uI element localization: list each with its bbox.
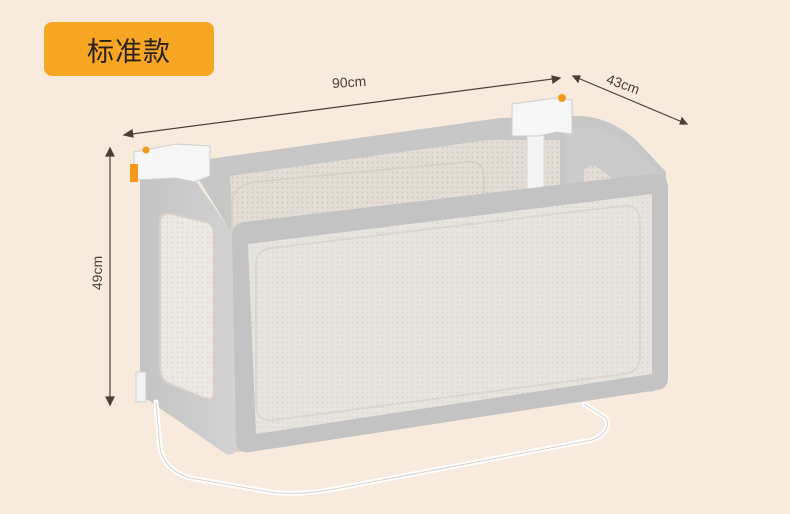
left-side-window (159, 212, 215, 401)
variant-badge: 标准款 (44, 22, 214, 76)
front-window-outline (255, 204, 641, 422)
top-left-accent (130, 164, 138, 182)
top-left-clamp (133, 143, 211, 183)
variant-label: 标准款 (87, 36, 171, 68)
top-right-clamp (511, 97, 573, 137)
base-rocker-outline (155, 401, 608, 494)
dimension-lines (105, 75, 689, 407)
height-dimension-label: 49cm (89, 255, 106, 291)
left-bottom-bracket (135, 371, 147, 403)
front-mesh (248, 194, 652, 434)
top-right-knob (558, 94, 566, 102)
width-dimension-label: 90cm (331, 72, 367, 92)
top-left-knob (142, 146, 150, 154)
